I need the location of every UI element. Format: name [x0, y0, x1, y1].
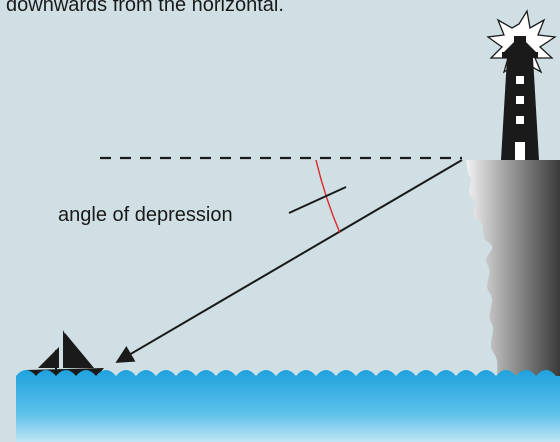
- angle-arc: [316, 160, 340, 233]
- cliff: [466, 160, 560, 382]
- angle-of-depression-label: angle of depression: [58, 204, 233, 227]
- label-pointer-line: [289, 187, 346, 213]
- line-of-sight-arrow: [117, 160, 462, 362]
- sea: [16, 370, 560, 442]
- lighthouse: [488, 11, 555, 160]
